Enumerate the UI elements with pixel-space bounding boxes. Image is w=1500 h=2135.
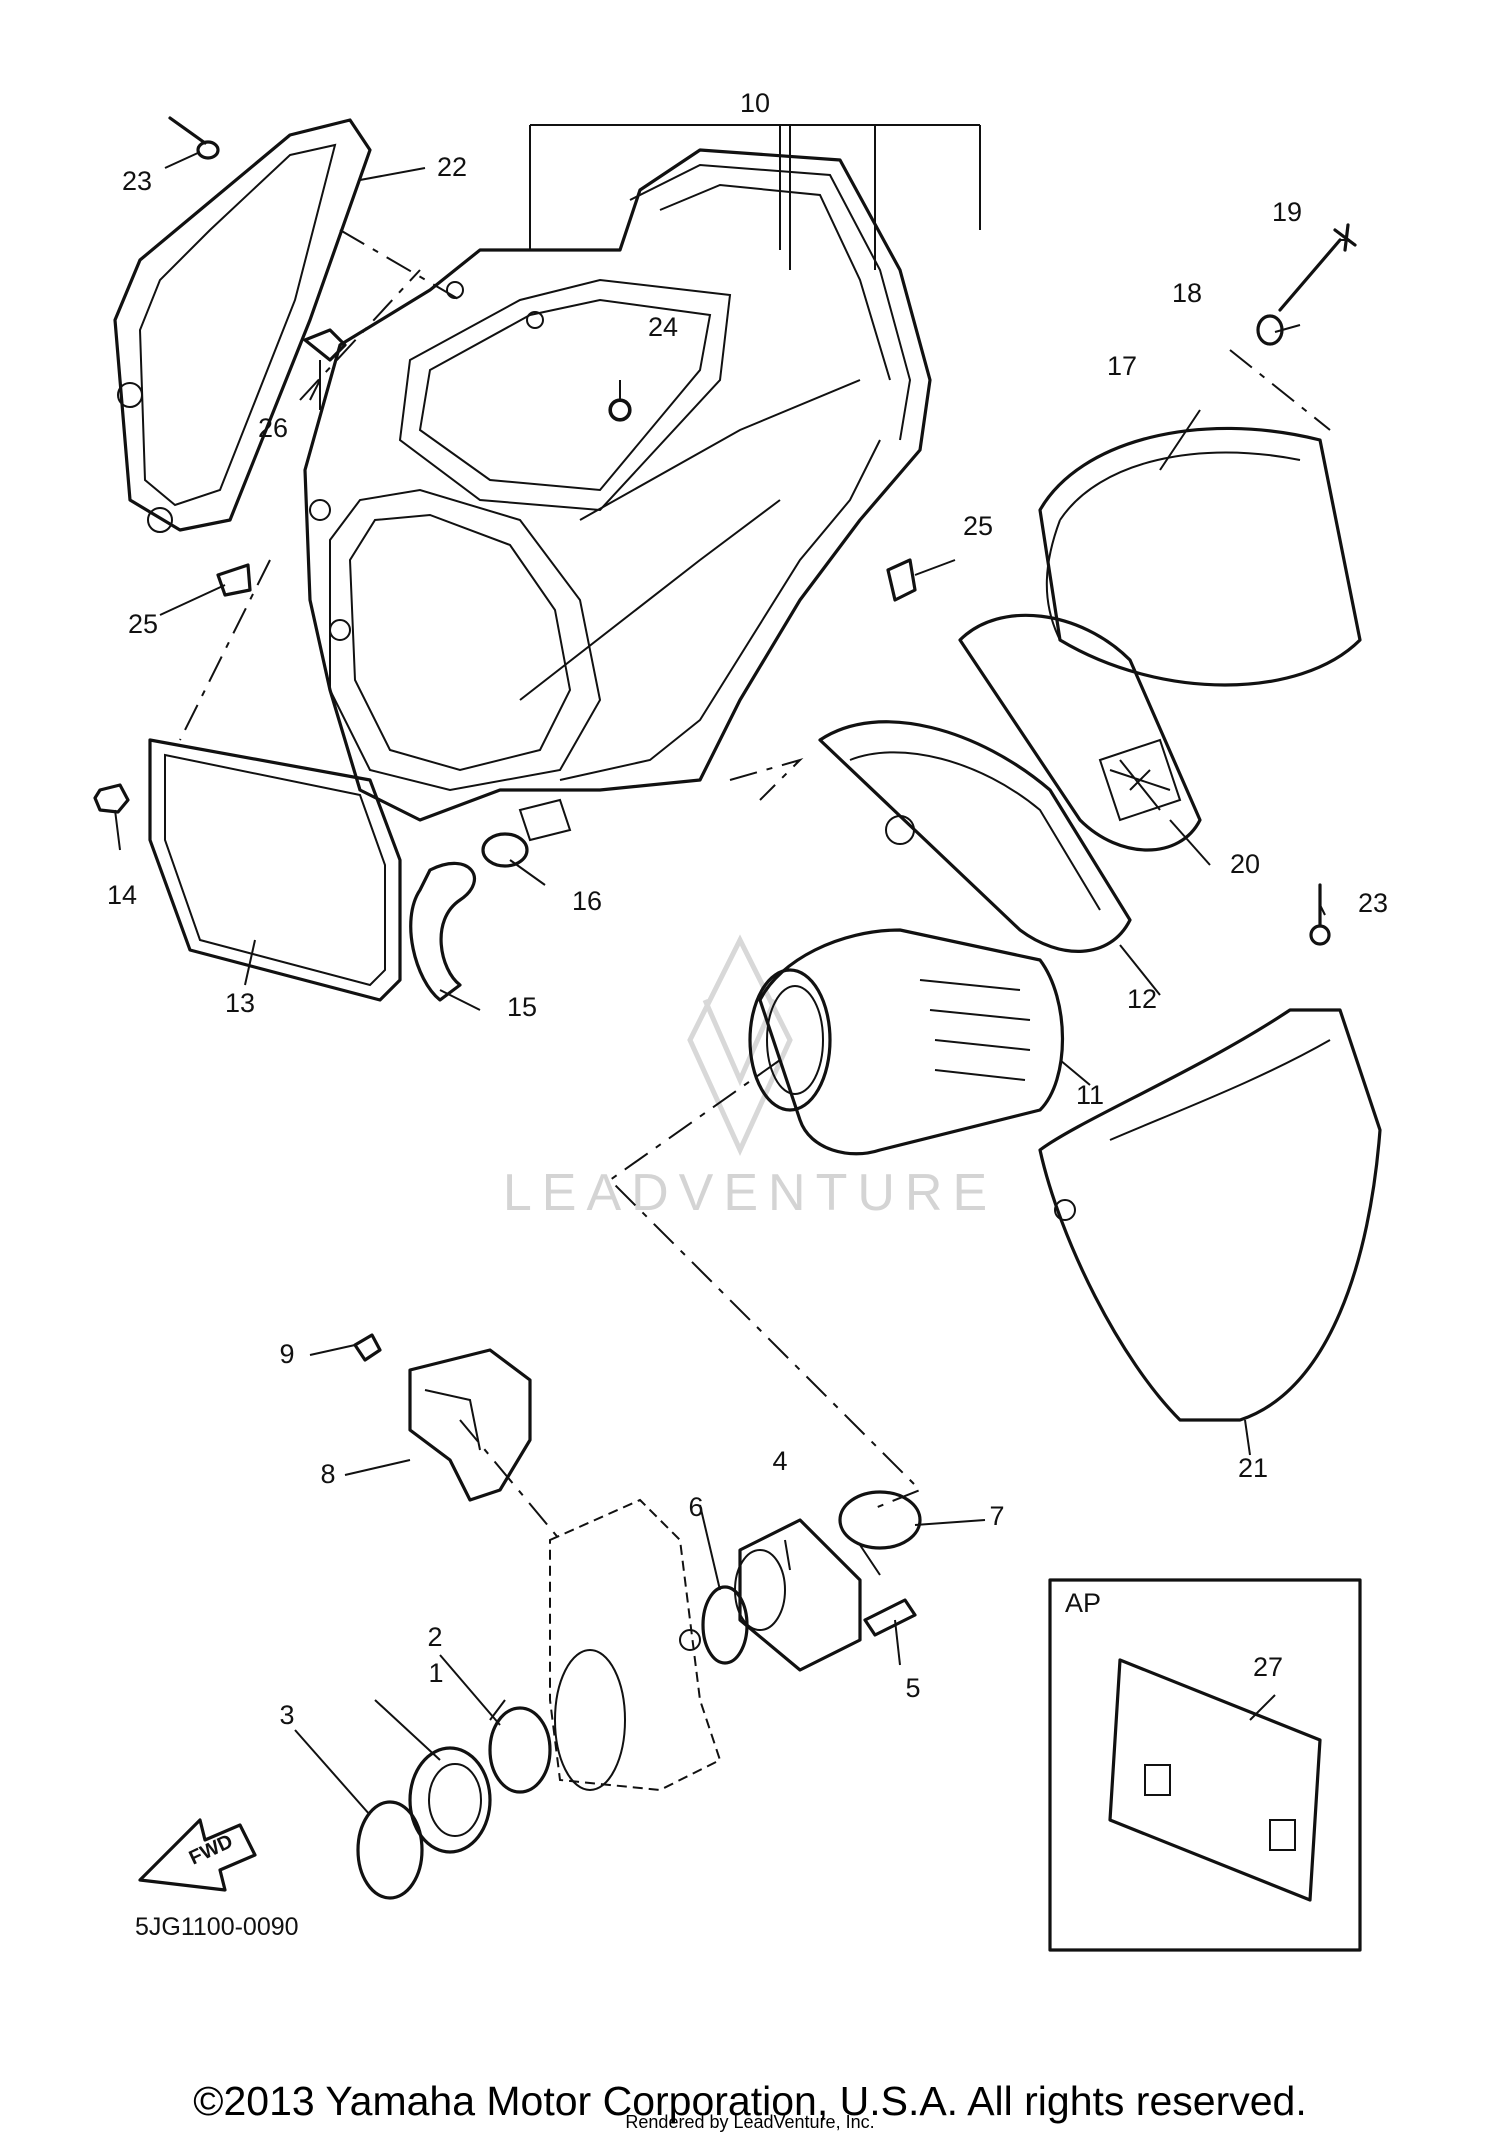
callout-18: 18 [1172, 278, 1202, 308]
grommet [608, 398, 632, 422]
bolt-5 [863, 1598, 917, 1637]
callout-3: 3 [279, 1700, 294, 1730]
callout-16: 16 [572, 886, 602, 916]
callout-22: 22 [437, 152, 467, 182]
callout-12: 12 [1127, 984, 1157, 1014]
filter-guide [958, 613, 1202, 852]
assembly-lines [179, 229, 1331, 1541]
carburetor-joint [734, 1518, 862, 1672]
clamp-2 [488, 1699, 552, 1794]
washer [1256, 314, 1284, 346]
callout-21: 21 [1238, 1453, 1268, 1483]
callout-27: 27 [1253, 1652, 1283, 1682]
hose-clamp [481, 832, 529, 868]
callout-23-right: 23 [1358, 888, 1388, 918]
callout-4: 4 [772, 1446, 787, 1476]
nut-25-left [216, 563, 252, 597]
rivet-23-right [1309, 883, 1331, 946]
rivet-23-top [168, 116, 220, 160]
engine-outline [549, 1498, 722, 1792]
callout-labels: 1 2 3 4 5 6 7 8 9 10 11 12 13 14 15 16 1… [107, 88, 1388, 1730]
joint-clamp-7 [838, 1490, 922, 1576]
leader-lines [114, 151, 1350, 1816]
callout-8: 8 [320, 1459, 335, 1489]
callout-25-right: 25 [963, 511, 993, 541]
bolt-26 [303, 328, 347, 410]
side-cover-right [1038, 1008, 1382, 1422]
o-ring [701, 1585, 749, 1665]
ap-inset-box [1048, 1578, 1362, 1952]
callout-19: 19 [1272, 197, 1302, 227]
callout-5: 5 [905, 1673, 920, 1703]
air-filter-case [303, 124, 981, 842]
callout-13: 13 [225, 988, 255, 1018]
nut-25-right [886, 558, 917, 602]
callout-25-left: 25 [128, 609, 158, 639]
drain-hose [409, 861, 476, 1002]
callout-14: 14 [107, 880, 137, 910]
wing-bolt [1278, 223, 1357, 312]
callout-9: 9 [279, 1339, 294, 1369]
callout-2: 2 [427, 1622, 442, 1652]
callout-11: 11 [1076, 1080, 1104, 1110]
callout-17: 17 [1107, 351, 1137, 381]
copyright-notice: ©2013 Yamaha Motor Corporation, U.S.A. A… [193, 2078, 1307, 2124]
rendered-by-credit: Rendered by LeadVenture, Inc. [625, 2112, 875, 2132]
air-filter-element [1038, 426, 1362, 687]
inset-label: AP [1065, 1588, 1101, 1618]
callout-26: 26 [258, 413, 288, 443]
callout-7: 7 [989, 1501, 1004, 1531]
callout-1: 1 [428, 1658, 443, 1688]
bracket [408, 1348, 532, 1502]
watermark-text: LEADVENTURE [503, 1164, 997, 1222]
figure-code: 5JG1100-0090 [135, 1913, 299, 1941]
callout-10: 10 [740, 88, 770, 118]
side-cover-left [113, 118, 372, 533]
callout-24: 24 [648, 312, 678, 342]
callout-15: 15 [507, 992, 537, 1022]
bolt-9 [353, 1333, 382, 1362]
leadventure-watermark: LEADVENTURE [503, 934, 997, 1222]
fwd-arrow-icon: FWD [138, 1818, 257, 1892]
filter-cage [818, 720, 1132, 953]
clamp-3 [356, 1800, 424, 1900]
callout-6: 6 [688, 1492, 703, 1522]
callout-23-top: 23 [122, 166, 152, 196]
callout-20: 20 [1230, 849, 1260, 879]
carburetor-joint-1 [408, 1746, 492, 1854]
nut [93, 783, 130, 814]
intake-duct [748, 815, 1065, 1156]
joint-plate [148, 738, 402, 1002]
